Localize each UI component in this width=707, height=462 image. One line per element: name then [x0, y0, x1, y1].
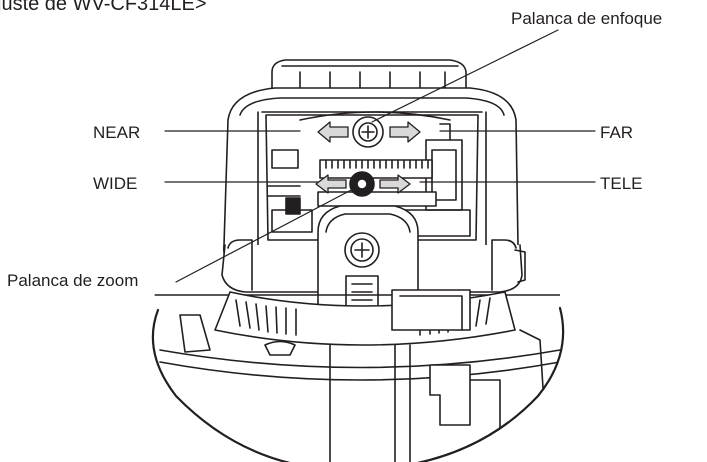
gear-ring — [317, 159, 437, 207]
focus-lever-knob — [352, 116, 384, 148]
zoom-lever-knob — [349, 171, 375, 197]
top-cap — [271, 59, 467, 93]
wide-label: WIDE — [93, 174, 138, 193]
focus-lever-label: Palanca de enfoque — [511, 9, 663, 28]
near-arrow — [317, 121, 349, 143]
tele-label: TELE — [600, 174, 643, 193]
tele-arrow — [379, 174, 411, 194]
lens-body — [150, 289, 561, 462]
page-title: juste de WV-CF314LE> — [0, 0, 207, 15]
zoom-lever-label: Palanca de zoom — [7, 271, 139, 290]
near-label: NEAR — [93, 123, 141, 142]
focus-leader-line — [371, 29, 559, 123]
wide-arrow — [315, 174, 347, 194]
lens-circle-outline — [151, 306, 565, 462]
far-label: FAR — [600, 123, 634, 142]
leader-lines — [164, 29, 596, 283]
zoom-leader-line — [175, 187, 356, 283]
far-arrow — [389, 121, 421, 143]
